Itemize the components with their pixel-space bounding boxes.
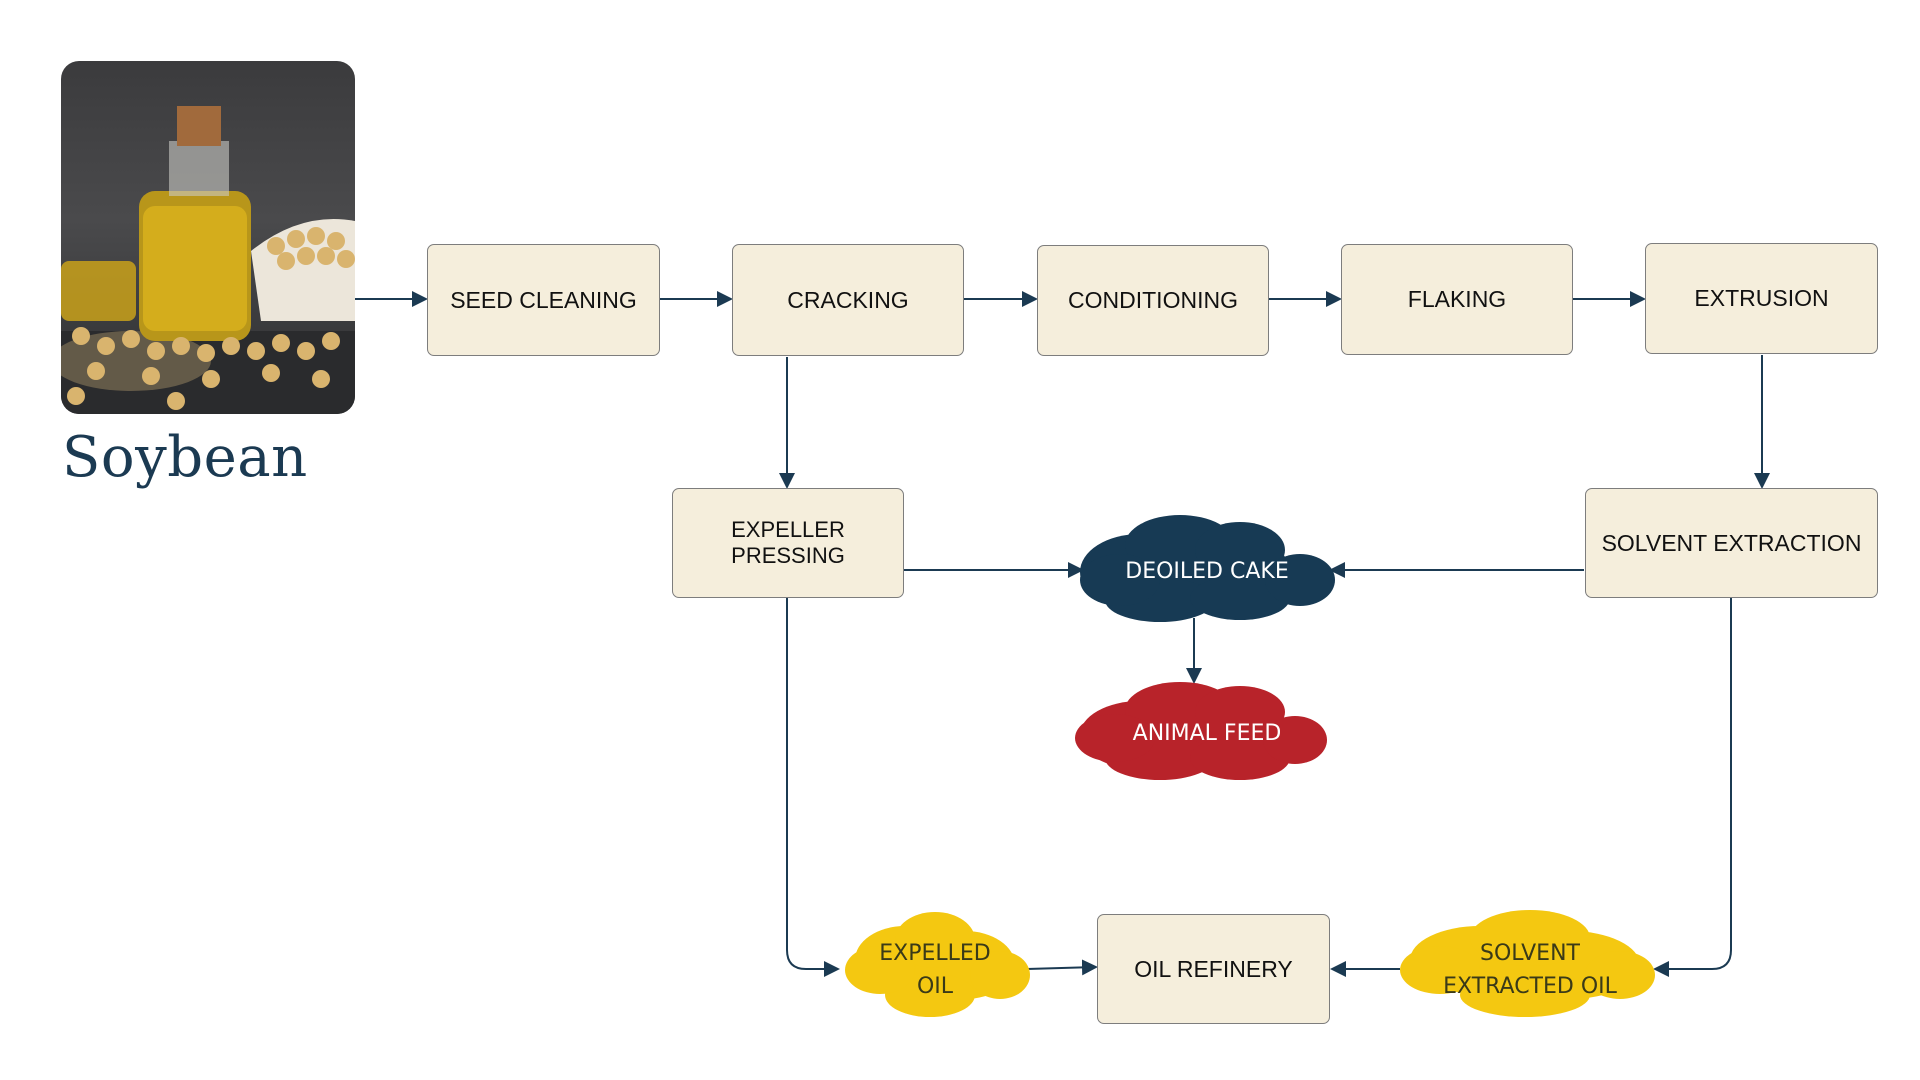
step-flaking: FLAKING: [1341, 244, 1573, 355]
step-oil-refinery: OIL REFINERY: [1097, 914, 1330, 1024]
product-label: ANIMAL FEED: [1132, 720, 1282, 746]
product-label-line: EXPELLED: [879, 941, 991, 966]
step-label: EXPELLER PRESSING: [731, 517, 845, 568]
step-seed-cleaning: SEED CLEANING: [427, 244, 660, 356]
edge-solvent-solvent-oil: [1653, 598, 1732, 977]
product-label-line: OIL: [916, 974, 954, 999]
oil-bottle-icon: [61, 106, 355, 414]
cloud-expelled-oil: [845, 912, 1030, 1017]
soybean-oil-photo: [61, 61, 355, 414]
edge-expeller-expelled-oil: [786, 598, 840, 977]
product-animal-feed: ANIMAL FEED: [1082, 702, 1332, 764]
step-label: FLAKING: [1407, 286, 1507, 312]
step-extrusion: EXTRUSION: [1645, 243, 1878, 354]
step-label: CONDITIONING: [1068, 287, 1238, 313]
edge-expelled-oil-refinery: [1026, 959, 1098, 976]
step-expeller-pressing: EXPELLER PRESSING: [672, 488, 904, 598]
cloud-solvent-extracted-oil: [1400, 910, 1655, 1017]
page-title: Soybean: [62, 425, 308, 490]
step-label: SOLVENT EXTRACTION: [1601, 529, 1862, 556]
cloud-deoiled-cake: [1080, 515, 1335, 622]
step-label: OIL REFINERY: [1134, 955, 1293, 982]
step-solvent-extraction: SOLVENT EXTRACTION: [1585, 488, 1878, 598]
step-cracking: CRACKING: [732, 244, 964, 356]
step-label: CRACKING: [787, 286, 909, 313]
product-label-line: SOLVENT: [1480, 941, 1580, 966]
step-conditioning: CONDITIONING: [1037, 245, 1269, 356]
step-label: SEED CLEANING: [450, 286, 637, 313]
product-label-line: EXTRACTED OIL: [1443, 974, 1617, 999]
product-solvent-extracted-oil: SOLVENT EXTRACTED OIL: [1400, 935, 1660, 1005]
product-deoiled-cake: DEOILED CAKE: [1082, 540, 1332, 602]
product-expelled-oil: EXPELLED OIL: [840, 935, 1030, 1005]
step-label: EXTRUSION: [1694, 285, 1829, 311]
cloud-animal-feed: [1075, 682, 1327, 780]
product-label: DEOILED CAKE: [1125, 558, 1289, 584]
